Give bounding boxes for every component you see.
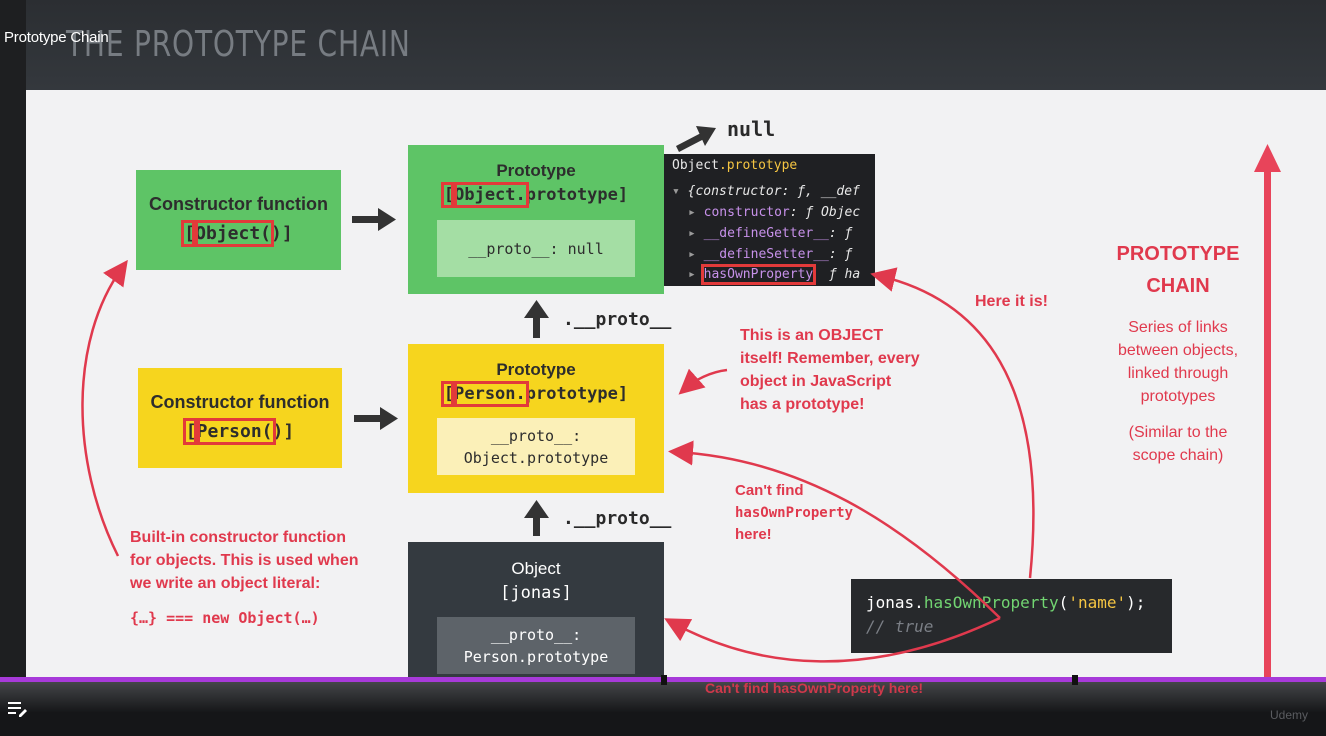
object-prototype-box: Prototype [Object.prototype] __proto__: …	[408, 145, 664, 294]
object-constructor-title: Constructor function	[149, 194, 328, 214]
console-header: Object.prototype	[672, 158, 798, 173]
has-own-property-highlight: hasOwnProperty	[700, 264, 817, 285]
udemy-watermark: Udemy	[1270, 708, 1309, 722]
left-strip	[0, 0, 26, 736]
here-it-is-note: Here it is!	[975, 293, 1048, 310]
code-line-comment: // true	[866, 617, 934, 636]
console-row-2: ▸ __defineGetter__: ƒ	[688, 226, 853, 241]
jonas-proto-field: __proto__: Person.prototype	[437, 617, 635, 674]
jonas-object-code: [jonas]	[500, 583, 572, 603]
person-prototype-box: Prototype [Person.prototype] __proto__: …	[408, 344, 664, 493]
video-header	[26, 0, 1326, 90]
object-prototype-code: [Object.prototype]	[440, 182, 629, 208]
proto-link-label-lower: .__proto__	[563, 508, 672, 529]
video-title: Prototype Chain	[4, 29, 109, 46]
person-constructor-box: Constructor function [Person()]	[138, 368, 342, 468]
bottom-cant-find-note: Can't find hasOwnProperty here!	[705, 680, 924, 696]
object-ctor-highlight: Object(	[192, 220, 274, 247]
person-prototype-code: [Person.prototype]	[440, 381, 629, 407]
progress-marker[interactable]	[1072, 675, 1078, 685]
console-row-4: ▸ hasOwnProperty ƒ ha	[688, 264, 861, 285]
person-prototype-title: Prototype	[496, 360, 576, 379]
person-constructor-title: Constructor function	[150, 392, 330, 412]
code-example-box: jonas.hasOwnProperty('name'); // true	[851, 579, 1172, 653]
slide-heading: THE PROTOTYPE CHAIN	[66, 24, 411, 65]
video-controls-bar	[0, 678, 1326, 736]
object-prototype-title: Prototype	[496, 161, 576, 180]
builtin-constructor-note: Built-in constructor function for object…	[130, 526, 358, 630]
person-constructor-code: [Person()]	[182, 418, 295, 445]
cant-find-note: Can't find hasOwnProperty here!	[735, 482, 854, 543]
object-constructor-code: [Object()]	[181, 220, 293, 247]
object-literal-code: {…} === new Object(…)	[130, 609, 320, 627]
null-label: null	[727, 117, 776, 141]
person-ctor-highlight: Person(	[193, 418, 276, 445]
jonas-object-box: Object [jonas] __proto__: Person.prototy…	[408, 542, 664, 678]
console-row-0: ▾ {constructor: ƒ, __def	[672, 184, 860, 199]
code-line-call: jonas.hasOwnProperty('name');	[866, 593, 1146, 612]
prototype-chain-sidebar: PROTOTYPE CHAIN Series of links between …	[1116, 243, 1240, 464]
person-prototype-proto-field: __proto__: Object.prototype	[437, 418, 635, 475]
jonas-object-title: Object	[511, 559, 561, 578]
proto-link-label-upper: .__proto__	[563, 309, 672, 330]
object-itself-note: This is an OBJECT itself! Remember, ever…	[740, 327, 920, 413]
console-row-3: ▸ __defineSetter__: ƒ	[688, 247, 853, 262]
object-constructor-box: Constructor function [Object()]	[136, 170, 341, 270]
console-row-1: ▸ constructor: ƒ Objec	[688, 205, 861, 220]
devtools-console-snippet: Object.prototype ▾ {constructor: ƒ, __de…	[664, 154, 875, 286]
object-prototype-proto-field: __proto__: null	[437, 220, 635, 277]
progress-handle[interactable]	[661, 675, 667, 685]
transcript-icon[interactable]	[7, 699, 27, 719]
